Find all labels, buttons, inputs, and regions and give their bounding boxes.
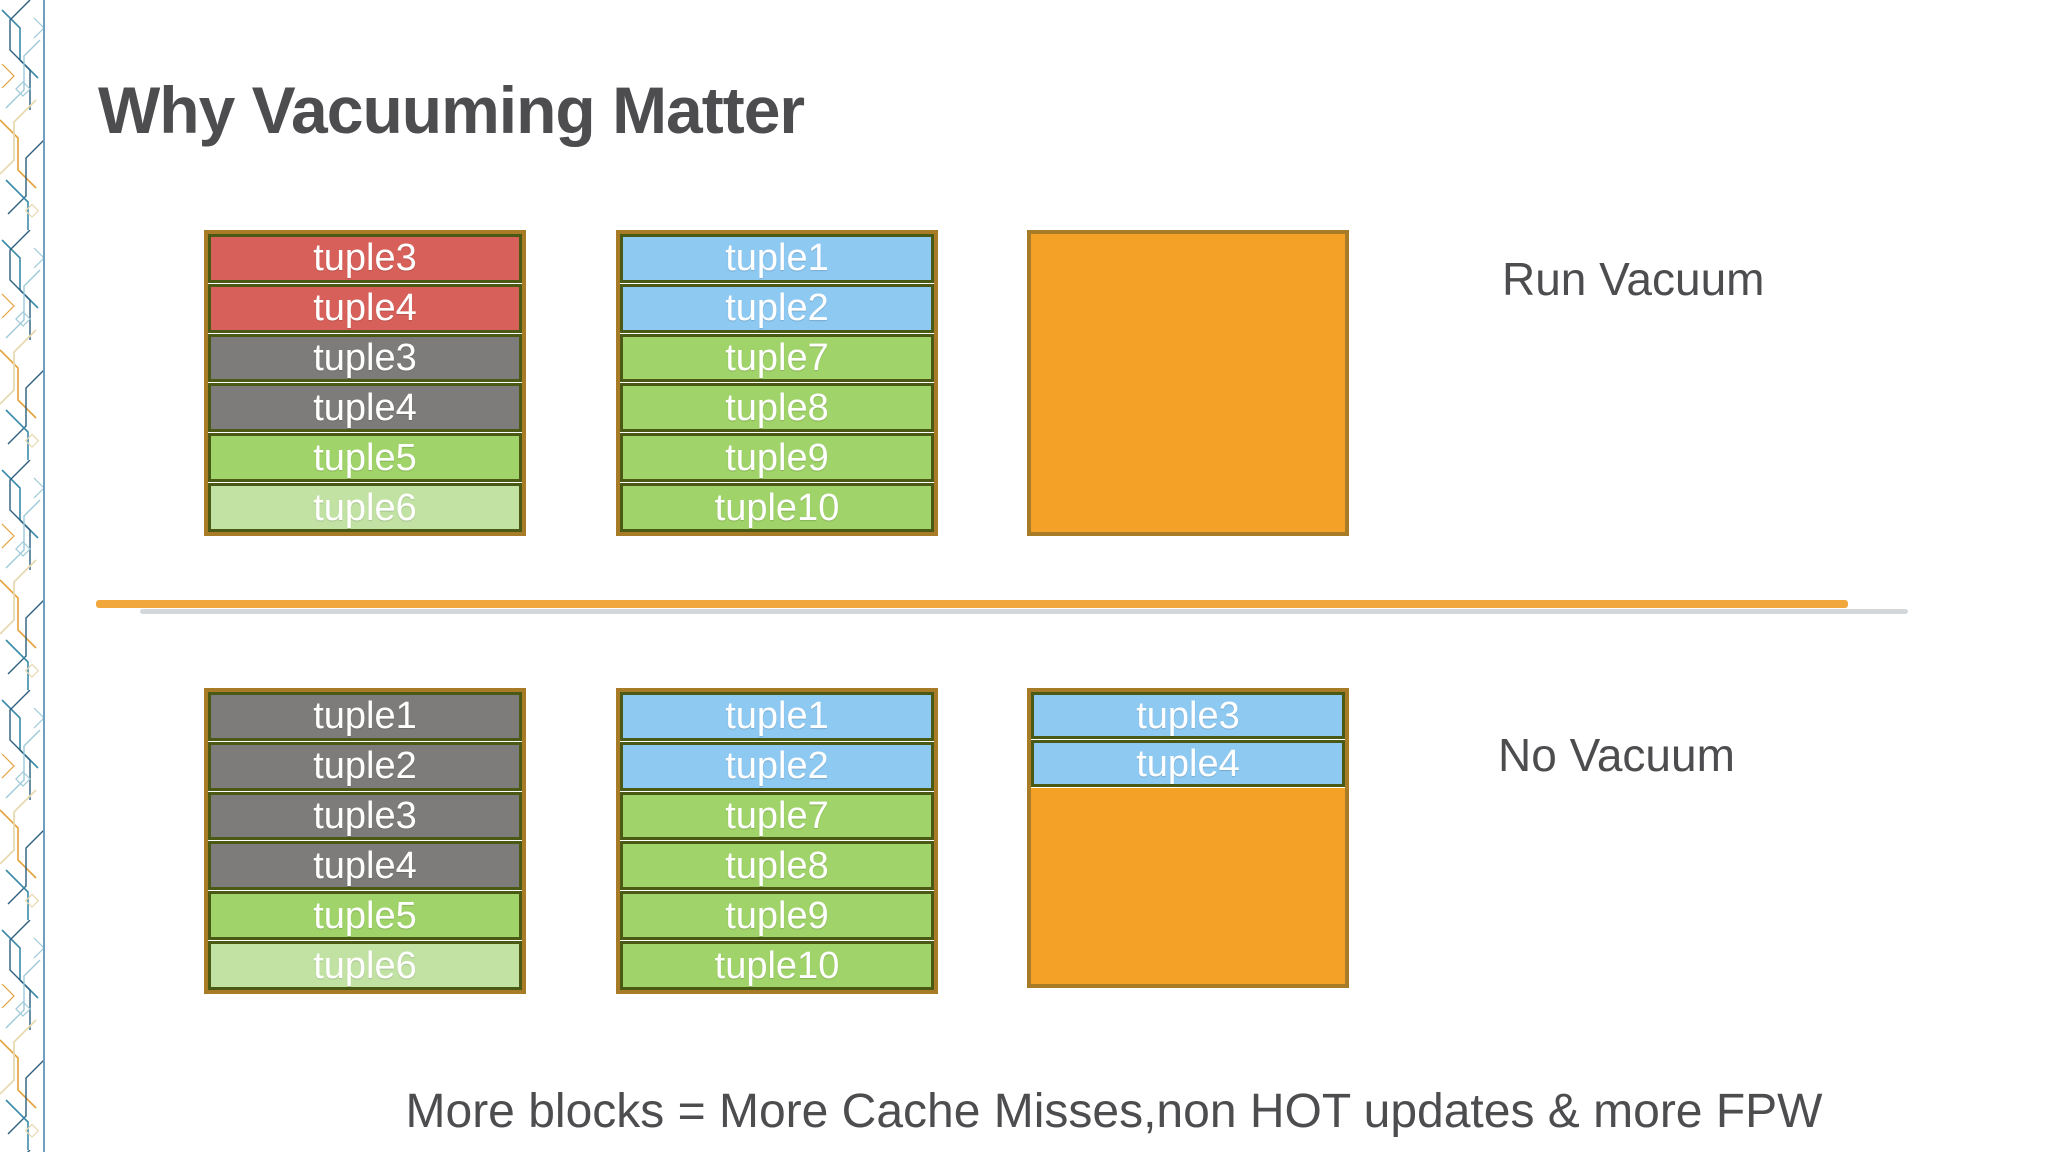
tuple-row: tuple8 [620,841,934,891]
slide-title: Why Vacuuming Matter [98,73,805,148]
tuple-row: tuple3 [1031,692,1345,739]
tuple-row: tuple8 [620,383,934,433]
divider-shadow [140,609,1908,614]
tuple-row: tuple9 [620,891,934,941]
tuple-row: tuple4 [208,283,522,333]
tuple-row: tuple3 [208,791,522,841]
tuple-row: tuple10 [620,941,934,990]
tuple-row: tuple4 [208,383,522,433]
tuple-row: tuple2 [620,283,934,333]
run-vacuum-label: Run Vacuum [1502,253,1765,305]
caption: More blocks = More Cache Misses,non HOT … [405,1085,1823,1138]
tuple-row: tuple1 [208,692,522,741]
tuple-row: tuple5 [208,891,522,941]
section-divider [96,600,1848,608]
tuple-row: tuple4 [1031,740,1345,787]
tuple-row: tuple2 [208,741,522,791]
tuple-row: tuple5 [208,433,522,483]
block-after-vacuum-page3-free [1027,230,1349,536]
tuple-row: tuple9 [620,433,934,483]
free-space-area [1031,788,1345,984]
tuple-row: tuple7 [620,333,934,383]
tuple-row: tuple10 [620,483,934,532]
tuple-row: tuple6 [208,483,522,532]
tuple-row: tuple7 [620,791,934,841]
tuple-row: tuple1 [620,234,934,283]
no-vacuum-label: No Vacuum [1498,729,1735,781]
tuple-row: tuple6 [208,941,522,990]
decorative-edge-pattern [0,0,45,1152]
free-space-area [1031,234,1345,532]
tuple-row: tuple3 [208,234,522,283]
tuple-row: tuple3 [208,333,522,383]
tuple-row: tuple4 [208,841,522,891]
tuple-row: tuple2 [620,741,934,791]
tuple-row: tuple1 [620,692,934,741]
